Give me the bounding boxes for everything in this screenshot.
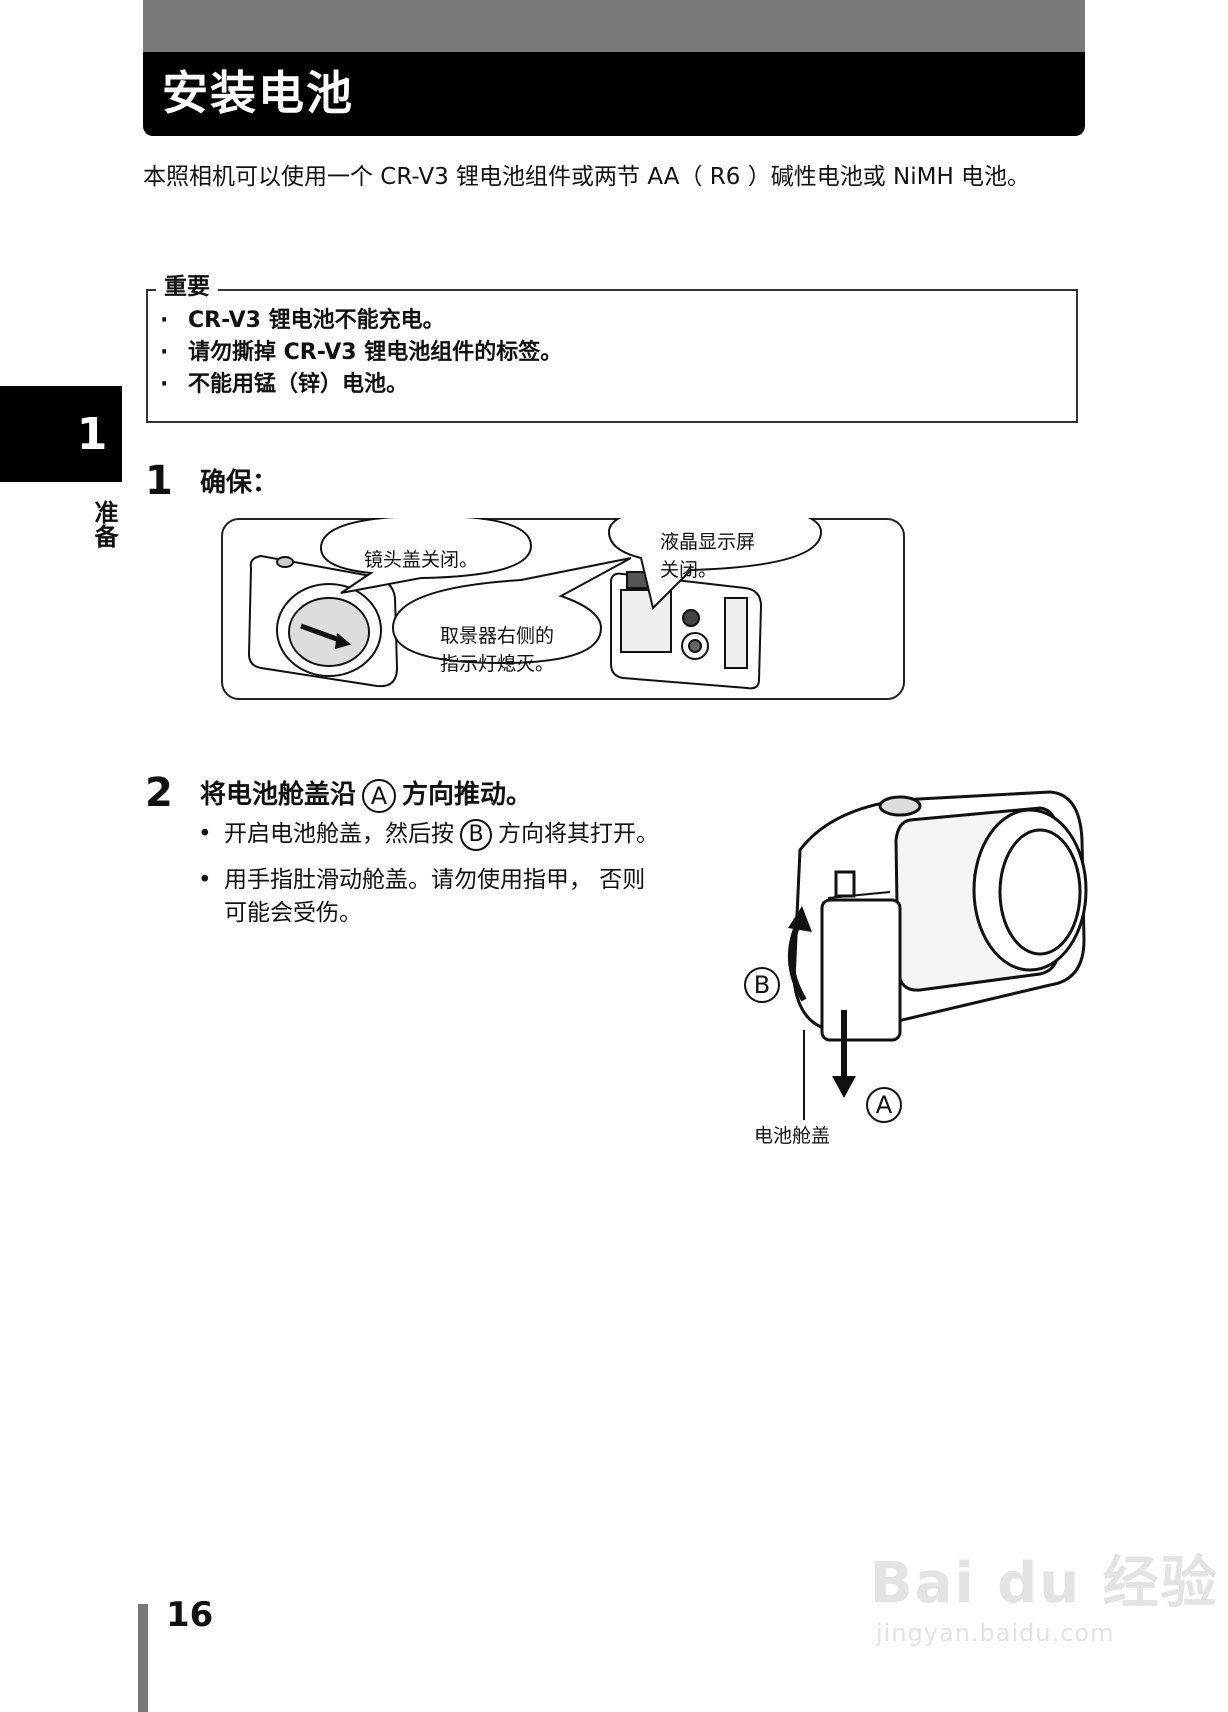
callout-lcd-line1: 液晶显示屏 <box>660 531 756 553</box>
bullet-dot: • <box>198 867 212 893</box>
circle-a-icon: A <box>362 778 397 813</box>
watermark-url: jingyan.baidu.com <box>876 1619 1115 1647</box>
intro-paragraph: 本照相机可以使用一个 CR-V3 锂电池组件或两节 AA（ R6 ）碱性电池或 … <box>143 164 1031 190</box>
callout-bubble-indicator <box>391 557 632 665</box>
camera-back-icon <box>610 571 763 690</box>
bullet-2-line2: 可能会受伤。 <box>224 900 362 926</box>
step-1-figure-box <box>221 518 905 700</box>
step-2-title-post: 方向推动。 <box>402 780 533 810</box>
circle-b-label-icon <box>744 967 780 1003</box>
circle-a-label-icon <box>866 1087 902 1123</box>
battery-cover-illustration <box>744 790 1088 1123</box>
callout-bubble-lens <box>319 518 533 594</box>
figure-label-a: A <box>875 1091 893 1119</box>
battery-cover-caption: 电池舱盖 <box>754 1125 831 1147</box>
callout-indicator-line1: 取景器右侧的 <box>440 625 555 647</box>
bullet-dot: · <box>160 308 169 333</box>
callout-lcd-line2: 关闭。 <box>660 559 718 581</box>
important-item: · 请勿撕掉 CR-V3 锂电池组件的标签。 <box>160 338 562 368</box>
callout-indicator-line2: 指示灯熄灭。 <box>440 653 555 675</box>
important-item-text: 请勿撕掉 CR-V3 锂电池组件的标签。 <box>188 340 563 365</box>
callout-lens-text: 镜头盖关闭。 <box>364 549 479 571</box>
header-grey-band <box>143 0 1085 52</box>
important-item-text: CR-V3 锂电池不能充电。 <box>188 308 445 333</box>
page-bar <box>138 1604 148 1712</box>
step-1-title: 确保： <box>200 468 279 498</box>
important-item-text: 不能用锰（锌）电池。 <box>188 372 409 397</box>
header-black-band <box>143 52 1085 136</box>
step-2-bullet-2: • 用手指肚滑动舱盖。请勿使用指甲， 否则 <box>198 864 698 897</box>
step-1-illustration <box>247 518 823 690</box>
bullet-dot: · <box>160 372 169 397</box>
important-label: 重要 <box>156 272 218 302</box>
step-2-title-pre: 将电池舱盖沿 <box>200 780 357 810</box>
watermark-logo: Bai du 经验 <box>870 1551 1219 1616</box>
bullet-dot: • <box>198 821 212 847</box>
bullet-1-post: 方向将其打开。 <box>498 821 659 847</box>
circle-b-icon: B <box>460 818 492 851</box>
camera-front-icon <box>247 554 399 688</box>
bullet-1-pre: 开启电池舱盖，然后按 <box>224 821 454 847</box>
chapter-number: 1 <box>76 409 108 460</box>
page-number: 16 <box>166 1595 214 1635</box>
step-2-number: 2 <box>145 770 173 816</box>
important-item: · 不能用锰（锌）电池。 <box>160 370 408 400</box>
bullet-dot: · <box>160 340 169 365</box>
important-box <box>146 289 1078 423</box>
callout-bubble-lcd <box>607 518 823 610</box>
step-1-number: 1 <box>145 458 173 504</box>
bullet-2-line1: 用手指肚滑动舱盖。请勿使用指甲， 否则 <box>224 867 646 893</box>
figure-label-b: B <box>753 971 771 999</box>
important-item: · CR-V3 锂电池不能充电。 <box>160 306 445 336</box>
chapter-label: 准备 <box>90 500 118 548</box>
chapter-tab <box>0 386 122 482</box>
page-title: 安装电池 <box>162 66 354 120</box>
camera-side-icon <box>792 790 1088 1042</box>
